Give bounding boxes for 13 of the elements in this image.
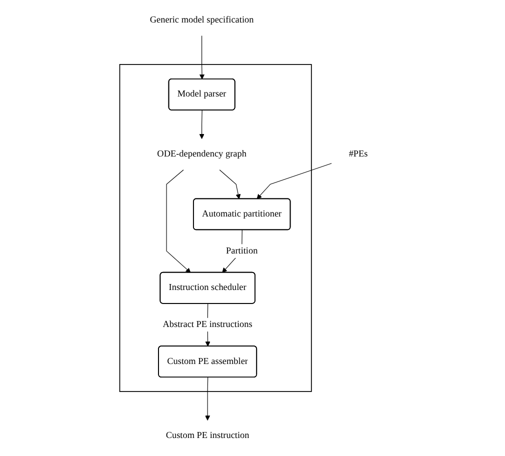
arrow — [166, 170, 191, 273]
arrow — [199, 110, 204, 139]
node-text: Generic model specification — [150, 14, 254, 25]
arrow — [205, 377, 210, 421]
arrow — [256, 163, 332, 200]
edge-label: Partition — [226, 246, 258, 256]
edge-label: Abstract PE instructions — [162, 320, 252, 330]
arrow — [200, 35, 205, 80]
arrow — [219, 170, 241, 200]
node-text: ODE-dependency graph — [157, 149, 247, 159]
cluster — [119, 64, 312, 392]
node-text: #PEs — [348, 149, 368, 159]
node-text: Custom PE instruction — [166, 430, 250, 440]
